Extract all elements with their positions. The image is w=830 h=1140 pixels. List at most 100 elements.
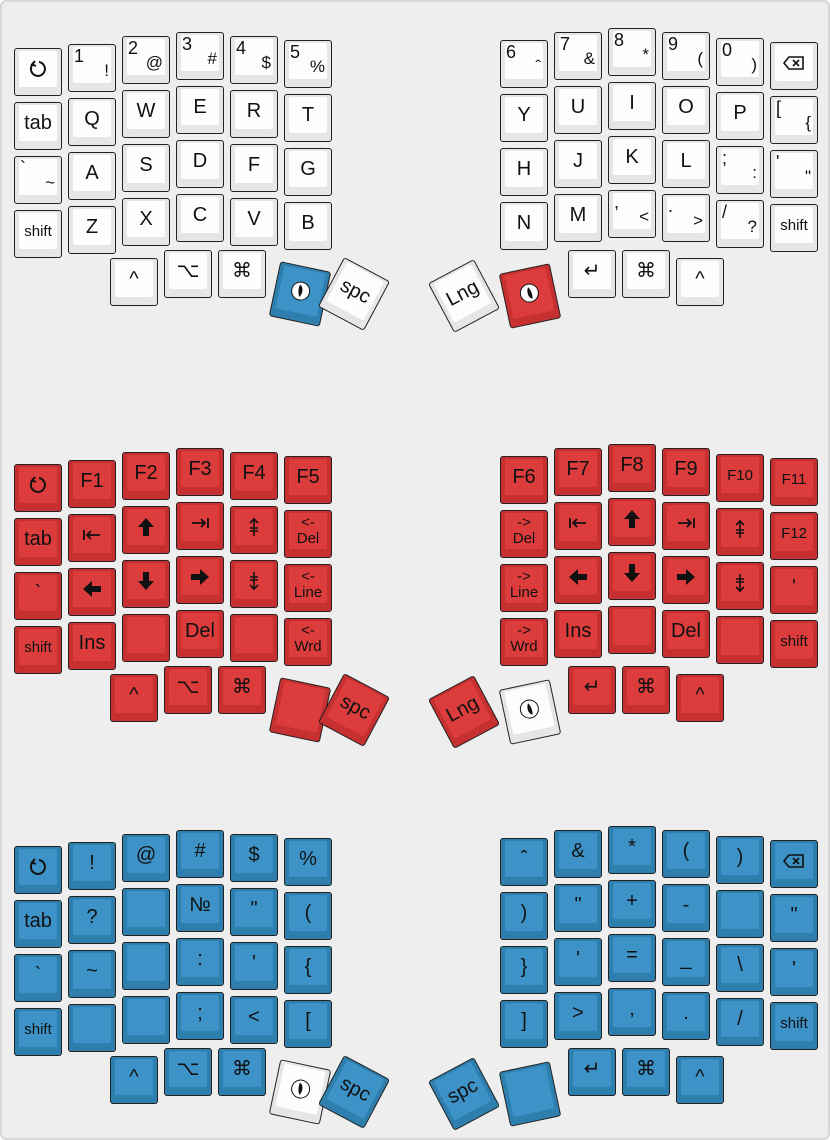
lower-right-thumb-key-ctrl[interactable]: ^: [676, 1056, 724, 1104]
base-left-key-q[interactable]: Q: [68, 98, 116, 146]
raise-right-key-f10[interactable]: F10: [716, 454, 764, 502]
raise-left-key-f3[interactable]: F3: [176, 448, 224, 496]
raise-right-thumb-key-enter[interactable]: ↵: [568, 666, 616, 714]
base-right-key-semicolon[interactable]: ;:: [716, 146, 764, 194]
base-left-key-z[interactable]: Z: [68, 206, 116, 254]
lower-right-key-quote[interactable]: ": [770, 894, 818, 942]
raise-right-key-page-down[interactable]: [716, 562, 764, 610]
raise-left-key-blank[interactable]: [230, 614, 278, 662]
raise-left-key-arrow-down[interactable]: [122, 560, 170, 608]
lower-left-key-lbrace[interactable]: {: [284, 946, 332, 994]
base-right-key-k[interactable]: K: [608, 136, 656, 184]
base-right-key-h[interactable]: H: [500, 148, 548, 196]
base-left-key-5[interactable]: 5%: [284, 40, 332, 88]
base-right-key-y[interactable]: Y: [500, 94, 548, 142]
lower-right-key-lparen[interactable]: (: [662, 830, 710, 878]
base-right-key-i[interactable]: I: [608, 82, 656, 130]
raise-left-key-blank[interactable]: <-Line: [284, 564, 332, 612]
base-right-thumb-key-command[interactable]: ⌘: [622, 250, 670, 298]
lower-right-key-plus[interactable]: +: [608, 880, 656, 928]
lower-left-key-shift[interactable]: shift: [14, 1008, 62, 1056]
base-right-key-7[interactable]: 7&: [554, 32, 602, 80]
lower-right-key-period[interactable]: .: [662, 992, 710, 1040]
base-right-key-n[interactable]: N: [500, 202, 548, 250]
raise-left-key-page-down[interactable]: [230, 560, 278, 608]
lower-right-key-caret[interactable]: ˆ: [500, 838, 548, 886]
base-right-key-comma[interactable]: ,<: [608, 190, 656, 238]
lower-left-key-redo[interactable]: [14, 846, 62, 894]
raise-left-key-end[interactable]: [176, 502, 224, 550]
base-left-key-d[interactable]: D: [176, 140, 224, 188]
raise-left-key-arrow-right[interactable]: [176, 556, 224, 604]
raise-right-key-f8[interactable]: F8: [608, 444, 656, 492]
lower-left-key-dollar[interactable]: $: [230, 834, 278, 882]
base-left-key-tab[interactable]: tab: [14, 102, 62, 150]
lower-left-key-tilde[interactable]: ~: [68, 950, 116, 998]
base-right-thumb-key-enter[interactable]: ↵: [568, 250, 616, 298]
raise-right-thumb-key-raise[interactable]: [498, 679, 562, 745]
lower-left-key-less-than[interactable]: <: [230, 996, 278, 1044]
lower-left-thumb-key-ctrl[interactable]: ^: [110, 1056, 158, 1104]
lower-right-key-shift[interactable]: shift: [770, 1002, 818, 1050]
lower-left-key-hash[interactable]: #: [176, 830, 224, 878]
base-left-key-redo[interactable]: [14, 48, 62, 96]
raise-right-thumb-key-ctrl[interactable]: ^: [676, 674, 724, 722]
lower-left-key-blank[interactable]: [68, 1004, 116, 1052]
raise-right-key-blank[interactable]: ->Wrd: [500, 618, 548, 666]
raise-left-key-arrow-left[interactable]: [68, 568, 116, 616]
base-left-thumb-key-command[interactable]: ⌘: [218, 250, 266, 298]
lower-left-key-apostrophe[interactable]: ': [230, 942, 278, 990]
base-left-key-a[interactable]: A: [68, 152, 116, 200]
lower-right-key-minus[interactable]: -: [662, 884, 710, 932]
base-left-key-3[interactable]: 3#: [176, 32, 224, 80]
raise-left-thumb-key-option[interactable]: ⌥: [164, 666, 212, 714]
base-left-thumb-key-option[interactable]: ⌥: [164, 250, 212, 298]
lower-right-key-backslash[interactable]: \: [716, 944, 764, 992]
lower-right-key-rparen[interactable]: ): [716, 836, 764, 884]
base-right-thumb-key-raise[interactable]: [498, 263, 562, 329]
raise-right-key-f6[interactable]: F6: [500, 456, 548, 504]
lower-right-key-quote[interactable]: ": [554, 884, 602, 932]
lower-right-key-underscore[interactable]: _: [662, 938, 710, 986]
lower-left-thumb-key-spc[interactable]: spc: [317, 1055, 391, 1129]
raise-left-key-blank[interactable]: <-Del: [284, 510, 332, 558]
base-right-key-apostrophe[interactable]: '": [770, 150, 818, 198]
base-right-key-lbracket[interactable]: [{: [770, 96, 818, 144]
raise-left-key-backtick[interactable]: `: [14, 572, 62, 620]
lower-right-key-rbracket[interactable]: ]: [500, 1000, 548, 1048]
lower-left-key-backtick[interactable]: `: [14, 954, 62, 1002]
lower-right-key-ampersand[interactable]: &: [554, 830, 602, 878]
raise-right-key-del[interactable]: Del: [662, 610, 710, 658]
base-right-key-l[interactable]: L: [662, 140, 710, 188]
lower-left-key-lparen[interactable]: (: [284, 892, 332, 940]
base-left-thumb-key-lower[interactable]: [268, 261, 332, 327]
raise-left-key-f4[interactable]: F4: [230, 452, 278, 500]
lower-right-key-apostrophe[interactable]: ': [554, 938, 602, 986]
lower-right-key-asterisk[interactable]: *: [608, 826, 656, 874]
base-left-key-g[interactable]: G: [284, 148, 332, 196]
lower-right-key-backspace[interactable]: [770, 840, 818, 888]
lower-right-key-equals[interactable]: =: [608, 934, 656, 982]
lower-left-key-blank[interactable]: [122, 996, 170, 1044]
lower-right-key-slash[interactable]: /: [716, 998, 764, 1046]
base-left-key-x[interactable]: X: [122, 198, 170, 246]
raise-right-key-arrow-down[interactable]: [608, 552, 656, 600]
lower-left-key-colon[interactable]: :: [176, 938, 224, 986]
lower-left-key-lbracket[interactable]: [: [284, 1000, 332, 1048]
base-left-key-f[interactable]: F: [230, 144, 278, 192]
base-left-key-t[interactable]: T: [284, 94, 332, 142]
lower-left-thumb-key-command[interactable]: ⌘: [218, 1048, 266, 1096]
base-left-thumb-key-ctrl[interactable]: ^: [110, 258, 158, 306]
raise-right-key-blank[interactable]: [716, 616, 764, 664]
raise-right-key-f7[interactable]: F7: [554, 448, 602, 496]
raise-right-key-arrow-left[interactable]: [554, 556, 602, 604]
lower-right-key-apostrophe[interactable]: ': [770, 948, 818, 996]
lower-right-key-comma[interactable]: ,: [608, 988, 656, 1036]
raise-left-thumb-key-ctrl[interactable]: ^: [110, 674, 158, 722]
raise-left-key-shift[interactable]: shift: [14, 626, 62, 674]
base-left-key-w[interactable]: W: [122, 90, 170, 138]
base-right-key-slash[interactable]: /?: [716, 200, 764, 248]
raise-left-key-ins[interactable]: Ins: [68, 622, 116, 670]
raise-right-thumb-key-command[interactable]: ⌘: [622, 666, 670, 714]
